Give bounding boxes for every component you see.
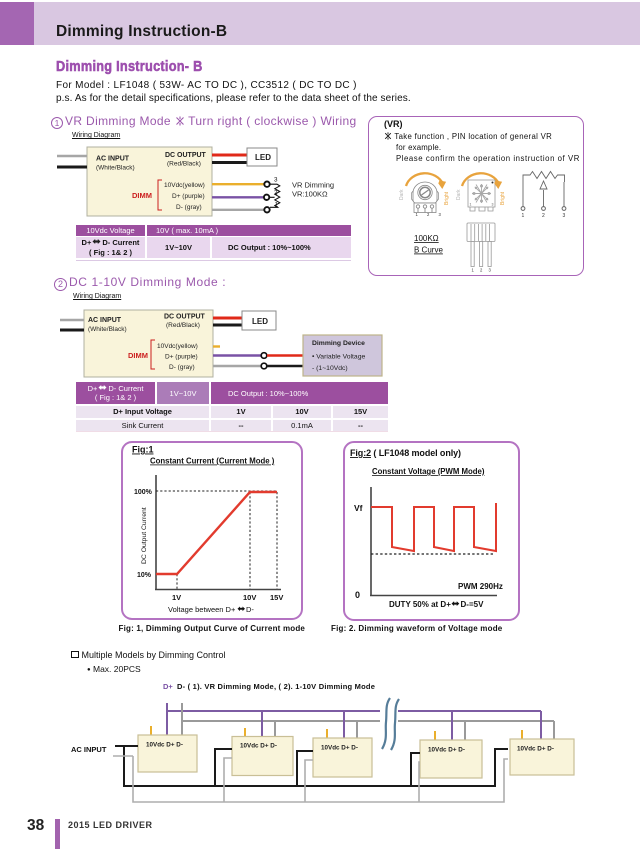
- svg-text:1: 1: [275, 202, 279, 209]
- svg-text:D+: D+: [163, 682, 173, 691]
- svg-text:1: 1: [472, 268, 475, 273]
- svg-text:100KΩ: 100KΩ: [414, 234, 439, 243]
- svg-text:Dark: Dark: [399, 189, 405, 200]
- svg-text:DC OUTPUT: DC OUTPUT: [165, 152, 207, 159]
- svg-text:10Vdc D+ D-: 10Vdc D+ D-: [517, 746, 554, 753]
- svg-text:AC INPUT: AC INPUT: [96, 156, 130, 163]
- svg-text:1V: 1V: [172, 593, 181, 602]
- svg-text:10V: 10V: [243, 593, 256, 602]
- svg-text:Fig:2 ( LF1048 model only): Fig:2 ( LF1048 model only): [350, 448, 461, 458]
- svg-text:D-=5V: D-=5V: [461, 600, 485, 609]
- svg-text:AC INPUT: AC INPUT: [71, 745, 107, 754]
- svg-text:VR:100KΩ: VR:100KΩ: [292, 190, 328, 199]
- svg-text:3: 3: [489, 268, 492, 273]
- svg-text:- (1~10Vdc): - (1~10Vdc): [312, 365, 348, 372]
- svg-text:3: 3: [563, 213, 566, 219]
- svg-text:(White/Black): (White/Black): [96, 165, 135, 172]
- svg-text:0: 0: [355, 590, 360, 600]
- svg-text:• Variable Voltage: • Variable Voltage: [312, 354, 365, 361]
- svg-text:15V: 15V: [270, 593, 283, 602]
- svg-text:DC Output Current: DC Output Current: [141, 507, 148, 564]
- svg-text:1 2 3: 1 2 3: [416, 212, 445, 217]
- svg-text:Bright: Bright: [500, 191, 506, 205]
- svg-text:Dimming Device: Dimming Device: [312, 340, 365, 347]
- svg-text:D+ (purple): D+ (purple): [165, 354, 198, 361]
- svg-text:1: 1: [522, 213, 525, 219]
- svg-text:10%: 10%: [137, 572, 152, 579]
- svg-text:D+ (purple): D+ (purple): [172, 193, 205, 200]
- svg-text:AC INPUT: AC INPUT: [88, 317, 122, 324]
- svg-text:10Vdc D+ D-: 10Vdc D+ D-: [240, 743, 277, 750]
- svg-text:Constant Current (Current Mode: Constant Current (Current Mode ): [150, 457, 275, 466]
- svg-text:2: 2: [480, 268, 483, 273]
- svg-text:(White/Black): (White/Black): [88, 326, 127, 333]
- svg-text:D- (gray): D- (gray): [169, 364, 195, 371]
- svg-text:(Red/Black): (Red/Black): [167, 161, 201, 168]
- svg-text:(Red/Black): (Red/Black): [166, 322, 200, 329]
- svg-text:Dark: Dark: [456, 189, 462, 200]
- svg-text:D- ( 1). VR Dimming Mode, (: D- ( 1). VR Dimming Mode, ( 2). 1-10V Di…: [177, 682, 375, 691]
- svg-text:LED: LED: [252, 317, 268, 326]
- svg-text:Bright: Bright: [444, 191, 450, 205]
- svg-text:D- (gray): D- (gray): [176, 204, 202, 211]
- svg-text:DUTY 50% at D+: DUTY 50% at D+: [389, 600, 451, 609]
- svg-text:LED: LED: [255, 153, 271, 162]
- svg-text:10Vdc(yellow): 10Vdc(yellow): [164, 182, 205, 189]
- svg-text:2: 2: [274, 190, 278, 197]
- svg-text:3: 3: [274, 177, 278, 184]
- svg-text:D-: D-: [246, 605, 254, 614]
- svg-text:3: 3: [492, 203, 494, 207]
- svg-text:VR Dimming: VR Dimming: [292, 181, 334, 190]
- svg-text:Vf: Vf: [354, 503, 363, 513]
- svg-text:100%: 100%: [134, 489, 153, 496]
- svg-text:PWM 290Hz: PWM 290Hz: [458, 582, 503, 591]
- svg-text:Constant Voltage (PWM Mode): Constant Voltage (PWM Mode): [372, 467, 485, 476]
- svg-text:Voltage between D+: Voltage between D+: [168, 605, 236, 614]
- svg-text:10Vdc D+ D-: 10Vdc D+ D-: [146, 742, 183, 749]
- svg-text:1: 1: [470, 203, 472, 207]
- svg-text:Fig:1: Fig:1: [132, 445, 154, 455]
- svg-text:DC OUTPUT: DC OUTPUT: [164, 314, 206, 321]
- svg-text:10Vdc(yellow): 10Vdc(yellow): [157, 343, 198, 350]
- svg-text:B Curve: B Curve: [414, 246, 443, 255]
- svg-text:10Vdc D+ D-: 10Vdc D+ D-: [321, 745, 358, 752]
- svg-text:2: 2: [542, 213, 545, 219]
- svg-text:DIMM: DIMM: [128, 351, 148, 360]
- svg-text:DIMM: DIMM: [132, 191, 152, 200]
- svg-text:10Vdc D+ D-: 10Vdc D+ D-: [428, 747, 465, 754]
